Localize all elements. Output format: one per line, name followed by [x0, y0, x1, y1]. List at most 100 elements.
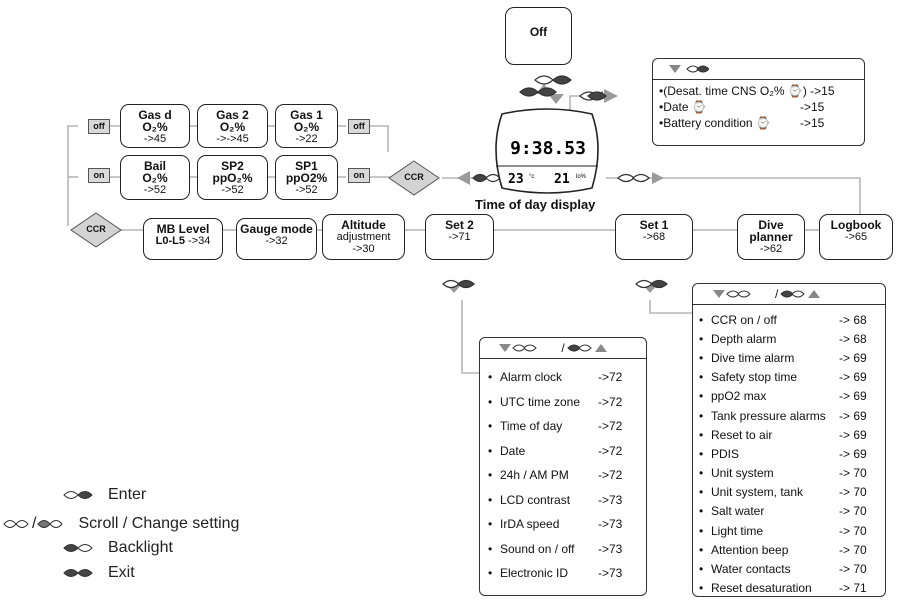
set1-menu-item-ref: -> 69: [839, 446, 867, 461]
set2-menu-item[interactable]: •Date->72: [488, 439, 638, 464]
set2-menu-item[interactable]: •24h / AM PM->72: [488, 463, 638, 488]
down-enter-icon: [669, 65, 709, 73]
set2-menu-item-label: Sound on / off: [500, 541, 575, 556]
bullet: •: [488, 492, 493, 507]
enter-gesture-icon: [579, 91, 607, 101]
legend-backlight: Backlight: [62, 539, 173, 557]
bullet: •: [699, 370, 704, 385]
set2-menu-item[interactable]: •Sound on / off->73: [488, 537, 638, 562]
set1-menu-item-ref: -> 70: [839, 562, 867, 577]
set2-menu-item-ref: ->72: [598, 419, 623, 434]
set1-menu-item[interactable]: •Depth alarm-> 68: [699, 329, 879, 348]
set1-menu-item[interactable]: •Safety stop time-> 69: [699, 368, 879, 387]
info-row-date: •Date ⌚->15: [659, 100, 825, 114]
set1-menu-item-label: ppO2 max: [711, 389, 767, 404]
set1-menu-item-ref: -> 68: [839, 331, 867, 346]
set2-menu-item-label: Electronic ID: [500, 566, 569, 581]
scroll-gesture-icon: [472, 173, 501, 183]
legend-enter-label: Enter: [108, 486, 147, 503]
set2-menu-item[interactable]: •IrDA speed->73: [488, 512, 638, 537]
set1-menu-item[interactable]: •Unit system, tank-> 70: [699, 483, 879, 502]
set2-menu-item-ref: ->72: [598, 394, 623, 409]
set2-menu-item[interactable]: •Alarm clock->72: [488, 365, 638, 390]
set1-menu-item-ref: -> 71: [839, 581, 867, 596]
ccr-decision-left: CCR: [70, 212, 122, 248]
set2-menu-item-ref: ->72: [598, 443, 623, 458]
set1-menu-item[interactable]: •Dive time alarm-> 69: [699, 348, 879, 367]
bullet: •: [488, 468, 493, 483]
set1-menu-item[interactable]: •Tank pressure alarms-> 69: [699, 406, 879, 425]
info-panel: •(Desat. time CNS O₂% ⌚) ->15 •Date ⌚->1…: [652, 58, 865, 146]
set1-menu-item-label: Unit system, tank: [711, 485, 804, 500]
set2-box: Set 2->71: [425, 214, 494, 260]
set2-menu-item[interactable]: •UTC time zone->72: [488, 390, 638, 415]
set2-menu-item-ref: ->72: [598, 468, 623, 483]
bullet: •: [699, 523, 704, 538]
set2-menu-item[interactable]: •Time of day->72: [488, 414, 638, 439]
legend-scroll-sep: /: [32, 515, 37, 532]
set1-menu-item-label: Safety stop time: [711, 370, 798, 385]
set2-menu-item[interactable]: •Electronic ID->73: [488, 561, 638, 586]
bullet: •: [699, 408, 704, 423]
tag-on-right: on: [348, 168, 370, 183]
menu-separator: /: [775, 287, 779, 301]
set1-menu-item-label: CCR on / off: [711, 312, 777, 327]
set1-menu-item-label: Light time: [711, 523, 764, 538]
set2-menu-panel: / •Alarm clock->72•UTC time zone->72 • Tim…: [479, 337, 647, 596]
bullet: •: [699, 485, 704, 500]
set1-menu-item[interactable]: •Reset desaturation-> 71: [699, 579, 879, 598]
set2-menu-header: /: [480, 338, 646, 359]
set1-menu-item-label: Reset desaturation: [711, 581, 812, 596]
tag-off-left: off: [88, 119, 110, 134]
logbook-box: Logbook->65: [819, 214, 893, 260]
set2-menu-item[interactable]: •LCD contrast->73: [488, 488, 638, 513]
bullet: •: [699, 446, 704, 461]
set1-menu-item-label: Tank pressure alarms: [711, 408, 826, 423]
scroll-up-icon: [37, 520, 64, 528]
up-scroll-icon: [780, 290, 821, 298]
set1-menu-item[interactable]: •Attention beep-> 70: [699, 540, 879, 559]
set1-menu-item[interactable]: •Reset to air-> 69: [699, 425, 879, 444]
set1-menu-item-label: Unit system: [711, 466, 774, 481]
bullet: •: [488, 566, 493, 581]
display-temp: 23: [508, 172, 524, 187]
down-scroll-icon: [713, 290, 751, 298]
set1-menu-item[interactable]: •Salt water-> 70: [699, 502, 879, 521]
legend-exit-label: Exit: [108, 564, 135, 581]
set1-menu-item[interactable]: •PDIS-> 69: [699, 444, 879, 463]
enter-gesture-icon: [442, 279, 475, 289]
ccr-decision-right: CCR: [388, 160, 440, 196]
set2-menu-item-label: IrDA speed: [500, 517, 560, 532]
set2-menu-item-ref: ->73: [598, 492, 623, 507]
bullet: •: [699, 504, 704, 519]
set1-menu-item-ref: -> 70: [839, 523, 867, 538]
set1-menu-item-ref: -> 70: [839, 504, 867, 519]
bullet: •: [699, 562, 704, 577]
set1-menu-item[interactable]: •Water contacts-> 70: [699, 559, 879, 578]
display-o2-unit: lo%: [576, 174, 587, 180]
backlight-icon: [63, 544, 93, 552]
set1-menu-item[interactable]: •CCR on / off-> 68: [699, 310, 879, 329]
enter-icon: [63, 491, 93, 499]
set1-menu-item[interactable]: •Unit system-> 70: [699, 464, 879, 483]
set2-menu-item-ref: ->73: [598, 517, 623, 532]
bullet: •: [699, 331, 704, 346]
scroll-down-icon: [3, 520, 29, 528]
set1-menu-item[interactable]: • Light time -> 70: [699, 521, 879, 540]
bullet: •: [488, 541, 493, 556]
display-caption: Time of day display: [475, 197, 596, 212]
set1-menu-item[interactable]: •ppO2 max-> 69: [699, 387, 879, 406]
set1-menu-item-ref: -> 70: [839, 466, 867, 481]
set2-menu-item-label: Time of day: [500, 419, 563, 434]
bullet: •: [699, 542, 704, 557]
down-scroll-icon: [499, 344, 538, 352]
bullet: •: [488, 370, 493, 385]
